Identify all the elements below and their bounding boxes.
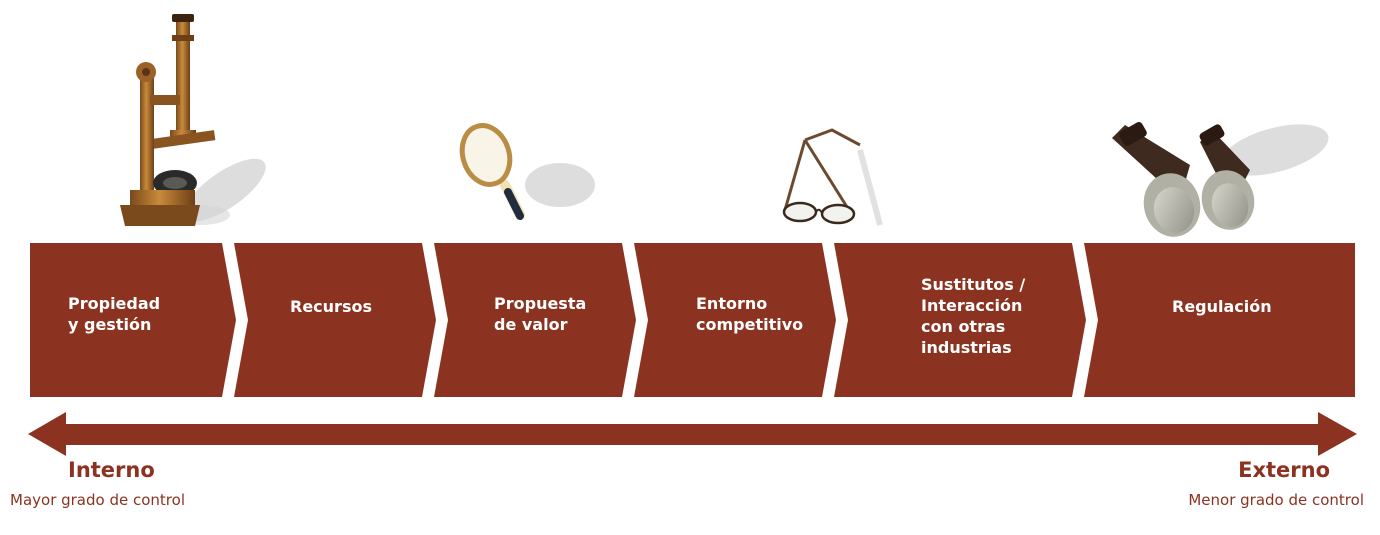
axis-left-subtitle: Mayor grado de control	[10, 491, 185, 509]
segment-regulacion	[1084, 243, 1355, 397]
segment-sustitutos	[834, 243, 1086, 397]
segment-label-sustitutos: Sustitutos / Interacción con otras indus…	[921, 275, 1026, 357]
segment-label-regulacion: Regulación	[1172, 297, 1272, 316]
segment-label-entorno: Entorno competitivo	[696, 294, 804, 334]
eyeglasses-icon	[782, 128, 883, 226]
segment-label-propiedad: Propiedad y gestión	[68, 294, 161, 334]
binoculars-icon	[1112, 122, 1329, 237]
axis-left-title: Interno	[68, 458, 155, 482]
axis-left-arrowhead	[28, 412, 66, 456]
segment-propuesta	[434, 243, 636, 397]
axis-right-title: Externo	[1238, 458, 1330, 482]
segment-label-propuesta: Propuesta de valor	[494, 294, 587, 334]
magnifying-glass-icon	[459, 123, 595, 220]
axis-right-arrowhead	[1318, 412, 1357, 456]
segment-label-recursos: Recursos	[290, 297, 372, 316]
control-axis	[28, 412, 1357, 456]
axis-right-subtitle: Menor grado de control	[1188, 491, 1364, 509]
segment-recursos	[234, 243, 436, 397]
process-band	[30, 243, 1355, 397]
segment-entorno	[634, 243, 836, 397]
microscope-icon	[120, 14, 266, 226]
segment-propiedad	[30, 243, 236, 397]
